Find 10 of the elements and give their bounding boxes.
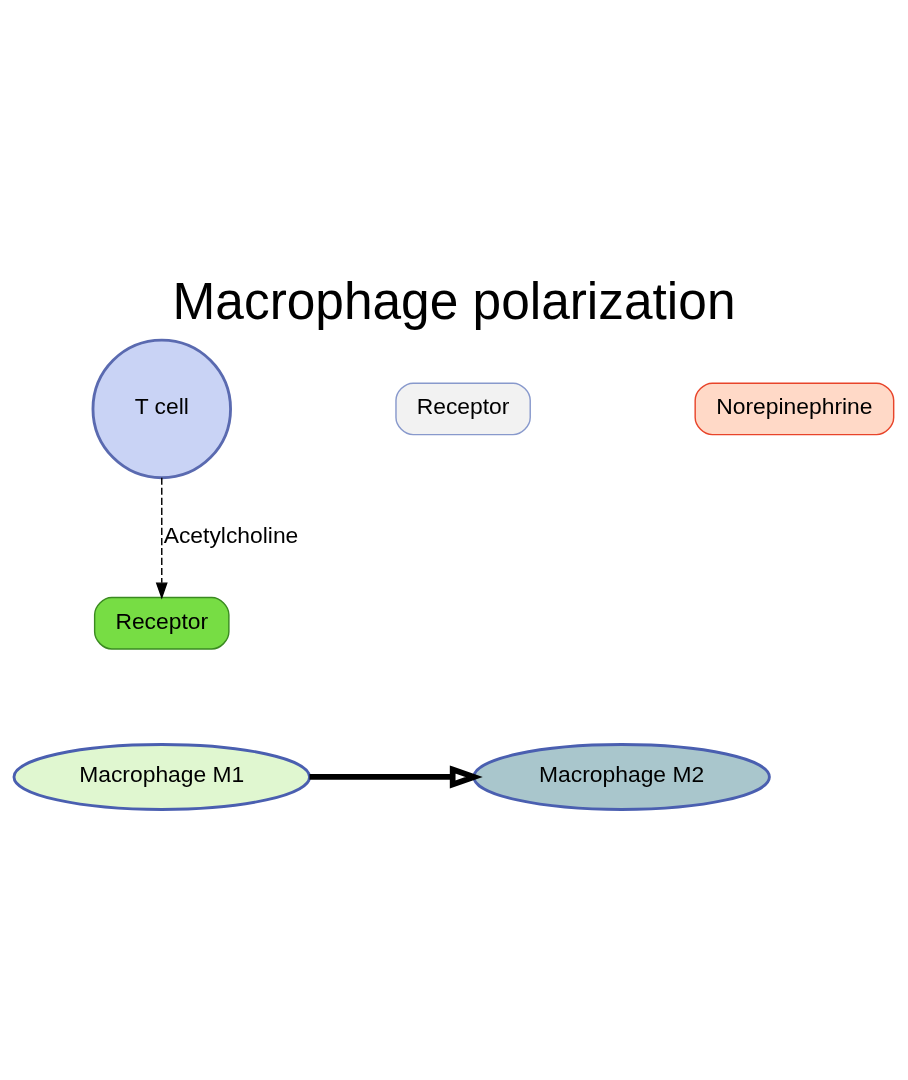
arrow — [309, 764, 483, 788]
node-box: Norepinephrine — [694, 382, 895, 435]
node-ellipse: Macrophage M2 — [472, 742, 771, 811]
diagram-title: Macrophage polarization — [172, 271, 736, 330]
node-box: Receptor — [93, 596, 230, 650]
edge-label: Acetylcholine — [163, 521, 299, 548]
node-box: Receptor — [395, 382, 531, 435]
node-ellipse: Macrophage M1 — [12, 742, 311, 811]
arrow — [155, 476, 168, 600]
node-circle: T cell — [91, 338, 232, 479]
